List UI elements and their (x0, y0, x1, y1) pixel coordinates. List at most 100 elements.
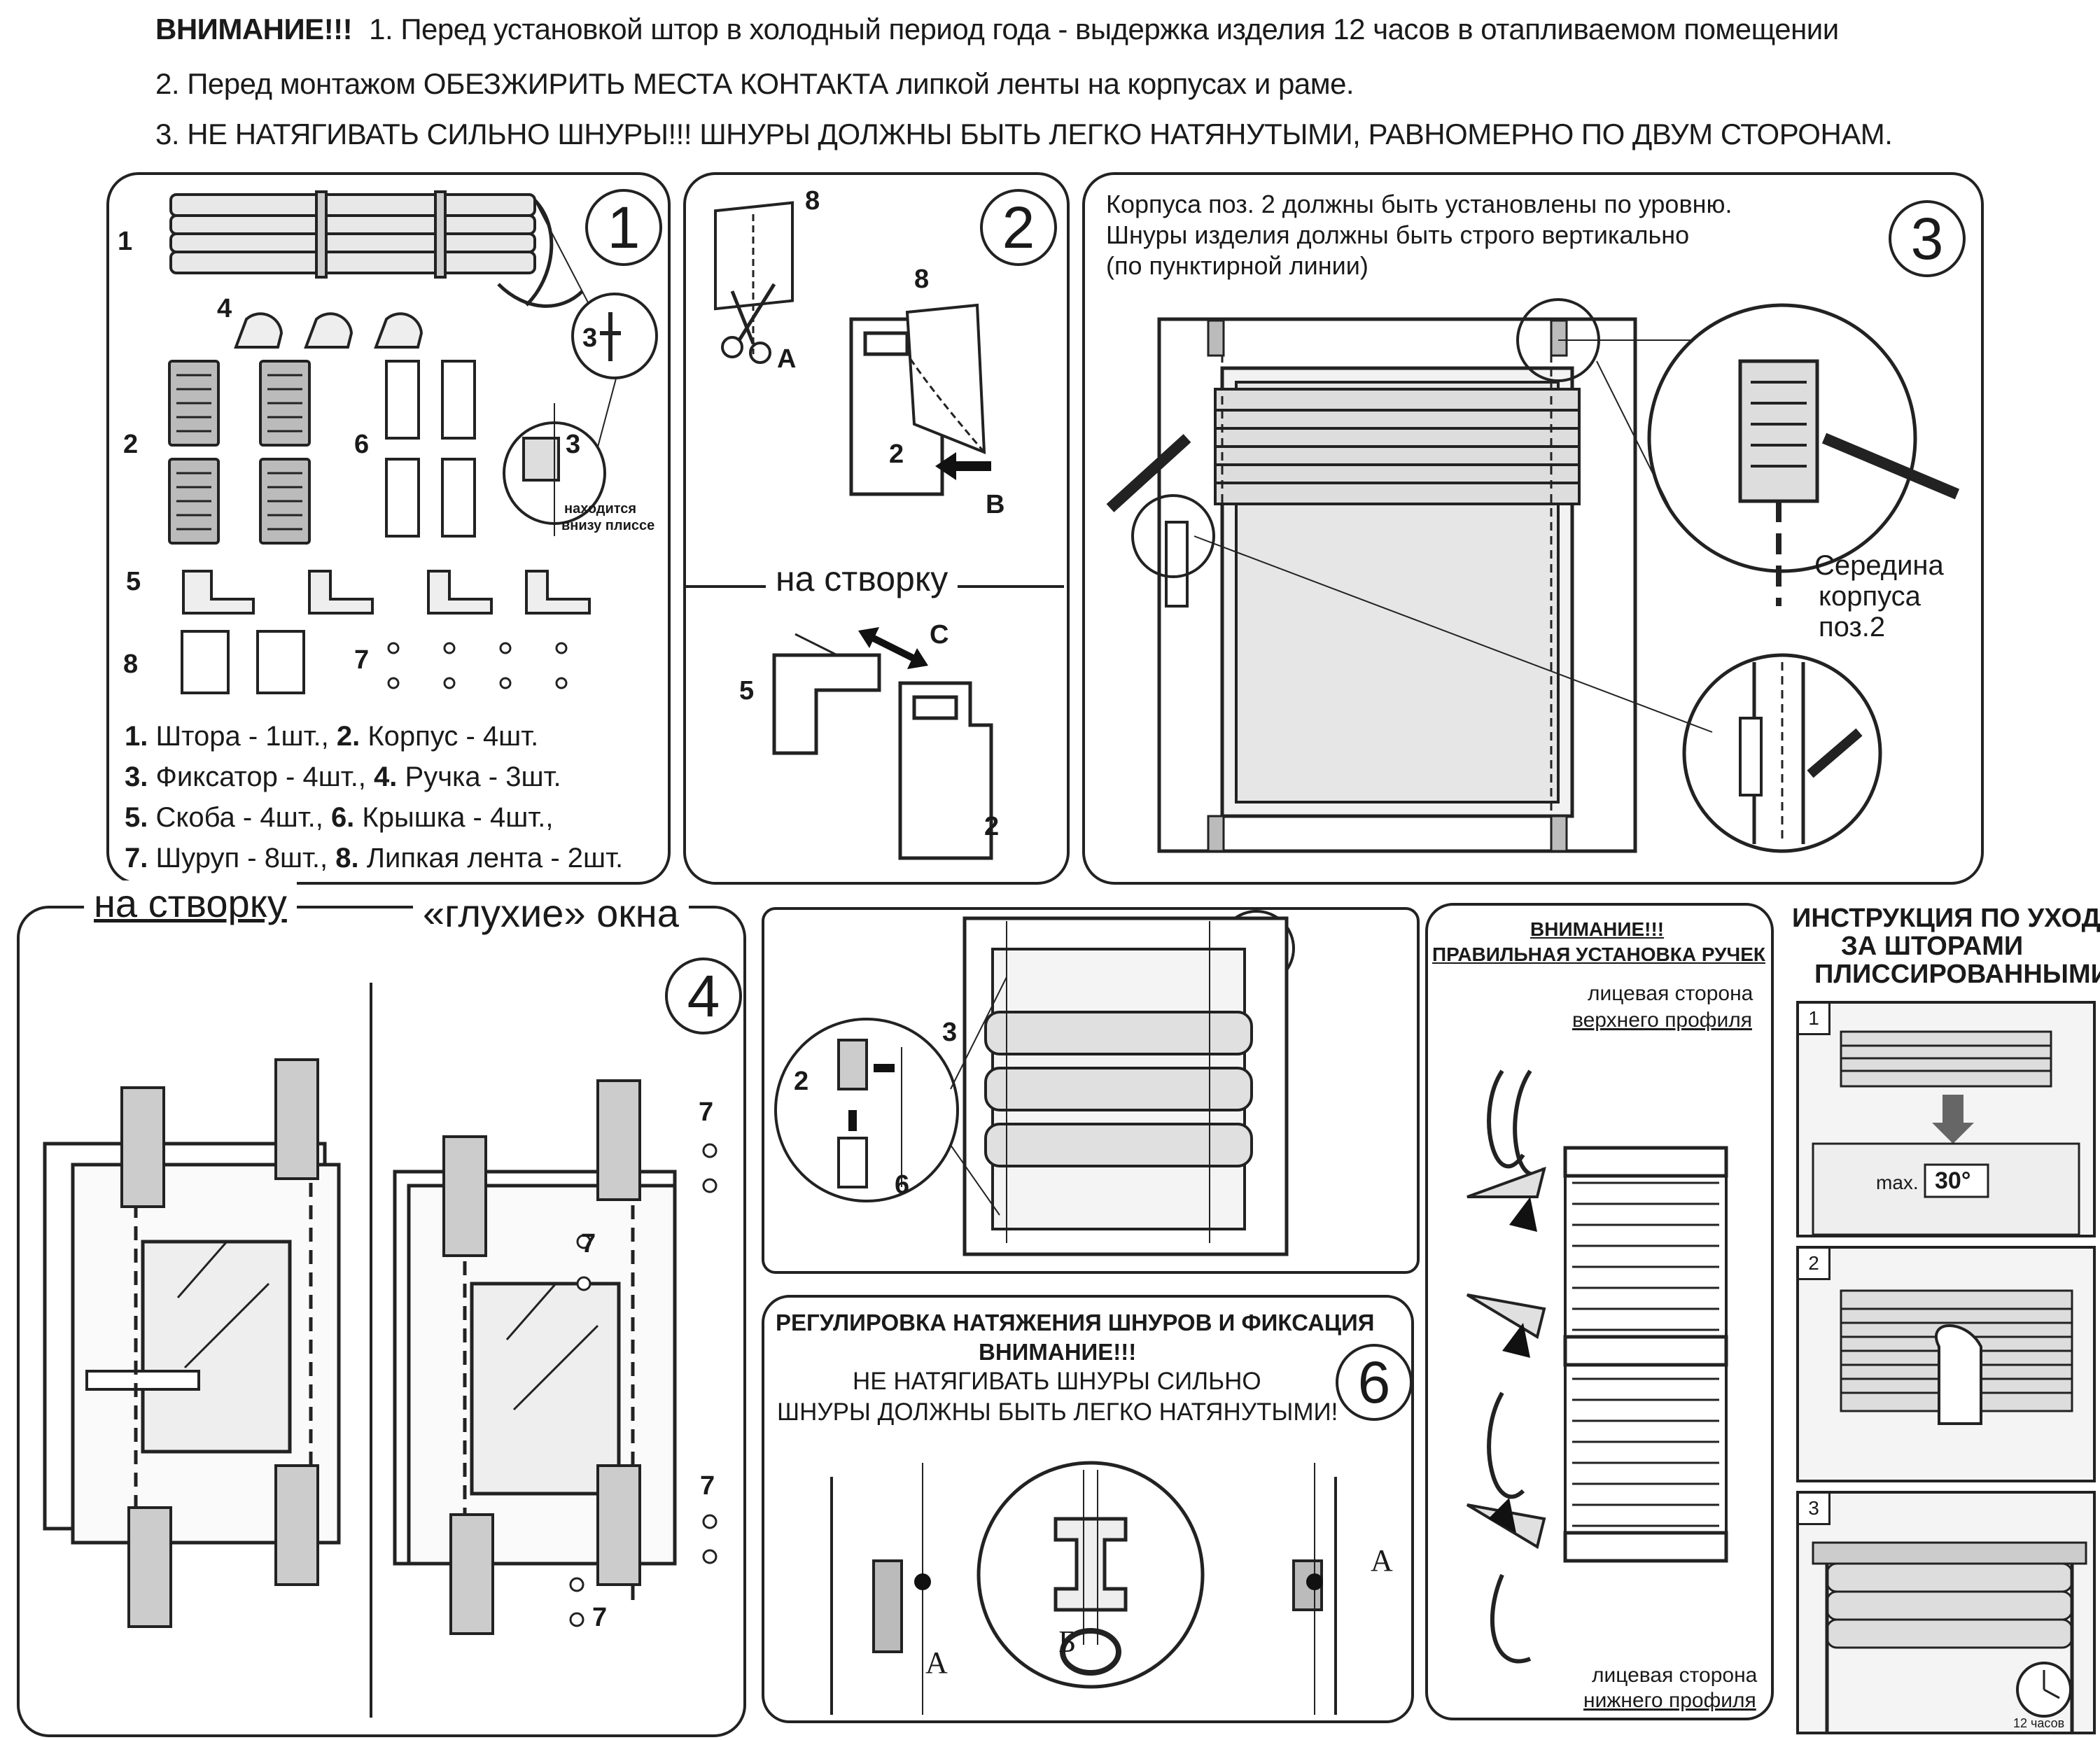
step-number-2: 2 (980, 189, 1057, 266)
bracket-icons (182, 570, 591, 615)
care-temp-prefix: max. (1876, 1172, 1919, 1193)
p5-label-2: 2 (794, 1067, 809, 1096)
p1-label-7: 7 (354, 645, 370, 675)
legend-row-2: 3. Фиксатор - 4шт., 4. Ручка - 3шт. (125, 762, 561, 793)
pleated-blind-icon (169, 190, 536, 279)
p1-note-2: внизу плиссе (561, 518, 655, 533)
p1-label-6: 6 (354, 430, 370, 459)
care-clock-label: 12 часов (2013, 1716, 2065, 1730)
adhesive-tape-icons (181, 630, 305, 694)
care-step-number: 3 (1799, 1494, 1830, 1525)
step-number-1: 1 (585, 189, 662, 266)
care-title-3: ПЛИССИРОВАННЫМИ (1814, 960, 2100, 989)
panel-handles (1425, 903, 1774, 1720)
panel5-drawing (774, 916, 1289, 1256)
p7-title-2: ПРАВИЛЬНАЯ УСТАНОВКА РУЧЕК (1432, 943, 1765, 965)
p3-callout-1: Середина (1814, 550, 1944, 581)
wash-basin-icon (1812, 1030, 2080, 1236)
p1-label-4: 4 (217, 294, 232, 323)
p3-text-1: Корпуса поз. 2 должны быть установлены п… (1106, 190, 1732, 218)
legend-text: Скоба - 4шт., (155, 802, 323, 833)
legend-num: 7. (125, 843, 148, 873)
legend-row-3: 5. Скоба - 4шт., 6. Крышка - 4шт., (125, 802, 553, 834)
header-line-3: 3. НЕ НАТЯГИВАТЬ СИЛЬНО ШНУРЫ!!! ШНУРЫ Д… (155, 118, 1893, 150)
p6-title-1: РЕГУЛИРОВКА НАТЯЖЕНИЯ ШНУРОВ И ФИКСАЦИЯ (776, 1310, 1375, 1335)
legend-text: Штора - 1шт., (155, 721, 329, 752)
legend-num: 2. (336, 721, 360, 752)
p4-screw-label-2: 7 (581, 1229, 596, 1258)
care-temp-value: 30° (1935, 1167, 1971, 1194)
care-title-2: ЗА ШТОРАМИ (1841, 932, 2024, 961)
p2-label-2b: 2 (984, 812, 1000, 841)
p3-text-2: Шнуры изделия должны быть строго вертика… (1106, 220, 1690, 249)
header-line-2: 2. Перед монтажом ОБЕЗЖИРИТЬ МЕСТА КОНТА… (155, 67, 1354, 100)
p1-note-1: находится (564, 501, 637, 517)
p6-title-2: ВНИМАНИЕ!!! (979, 1339, 1137, 1365)
legend-text: Крышка - 4шт., (362, 802, 554, 833)
p7-bottom-1: лицевая сторона (1592, 1664, 1758, 1687)
legend-num: 3. (125, 762, 148, 792)
p3-callout-2: корпуса (1819, 581, 1921, 612)
p2-label-8b: 8 (914, 265, 930, 294)
p1-label-5: 5 (126, 567, 141, 596)
legend-num: 5. (125, 802, 148, 833)
handle-icons (234, 312, 424, 349)
p1-label-1: 1 (118, 227, 133, 256)
p7-title-1: ВНИМАНИЕ!!! (1530, 918, 1665, 940)
p3-callout-3: поз.2 (1819, 612, 1886, 643)
header-text-1: 1. Перед установкой штор в холодный пери… (369, 13, 1839, 45)
panel4-drawing (43, 983, 718, 1718)
legend-text: Шуруп - 8шт., (155, 843, 328, 873)
p4-screw-label-1: 7 (699, 1097, 714, 1127)
care-step-number: 2 (1799, 1249, 1830, 1280)
p5-label-6: 6 (895, 1170, 910, 1200)
p1-label-8: 8 (123, 650, 139, 679)
step-number-4: 4 (665, 957, 742, 1034)
panel1-drawing (168, 190, 658, 694)
care-step-3: 3 12 часов (1796, 1491, 2096, 1734)
cover-icons (385, 360, 476, 538)
p2-label-b: B (986, 490, 1005, 519)
header-line-1: ВНИМАНИЕ!!! 1. Перед установкой штор в хо… (155, 13, 1839, 46)
care-step-number: 1 (1799, 1004, 1830, 1035)
p4-title-left: на створку (84, 880, 297, 926)
p7-top-1: лицевая сторона (1588, 982, 1754, 1005)
p5-label-3: 3 (942, 1018, 958, 1047)
p7-bottom-2: нижнего профиля (1583, 1689, 1756, 1712)
panel7-drawing (1466, 1069, 1728, 1664)
p6-label-a2: A (1371, 1543, 1393, 1578)
screw-icons (387, 642, 568, 689)
p2-subtitle: на створку (766, 559, 958, 599)
panel6-drawing (830, 1461, 1337, 1715)
p4-title-right: «глухие» окна (413, 890, 689, 936)
p6-label-b: Б (1058, 1625, 1077, 1659)
p1-label-3b: 3 (566, 430, 581, 459)
p6-label-a1: A (925, 1646, 948, 1680)
legend-num: 8. (335, 843, 359, 873)
legend-text: Ручка - 3шт. (405, 762, 561, 792)
p6-body-1: НЕ НАТЯГИВАТЬ ШНУРЫ СИЛЬНО (853, 1368, 1261, 1395)
legend-num: 4. (374, 762, 398, 792)
legend-num: 6. (330, 802, 355, 833)
p4-screw-label-4: 7 (592, 1603, 608, 1632)
p2-label-5: 5 (739, 676, 755, 706)
step-number-6: 6 (1336, 1344, 1413, 1421)
p2-label-c: C (930, 620, 949, 650)
panel3-drawing (1106, 298, 1960, 858)
p2-label-a: A (777, 344, 797, 374)
legend-num: 1. (125, 721, 148, 752)
legend-text: Фиксатор - 4шт., (155, 762, 366, 792)
legend-row-4: 7. Шуруп - 8шт., 8. Липкая лента - 2шт. (125, 843, 623, 874)
care-step-1: 1 max. 30° (1796, 1001, 2096, 1237)
p2-label-8a: 8 (805, 186, 820, 216)
p4-screw-label-3: 7 (700, 1471, 715, 1501)
p3-text-3: (по пунктирной линии) (1106, 251, 1368, 280)
step-number-3: 3 (1889, 200, 1966, 277)
p6-body-2: ШНУРЫ ДОЛЖНЫ БЫТЬ ЛЕГКО НАТЯНУТЫМИ! (777, 1398, 1338, 1426)
care-title-1: ИНСТРУКЦИЯ ПО УХОДУ (1792, 904, 2100, 933)
warning-label: ВНИМАНИЕ!!! (155, 13, 353, 45)
p2-label-2: 2 (889, 440, 904, 469)
p1-label-2: 2 (123, 430, 139, 459)
legend-text: Липкая лента - 2шт. (366, 843, 624, 873)
p1-label-3a: 3 (582, 323, 598, 353)
